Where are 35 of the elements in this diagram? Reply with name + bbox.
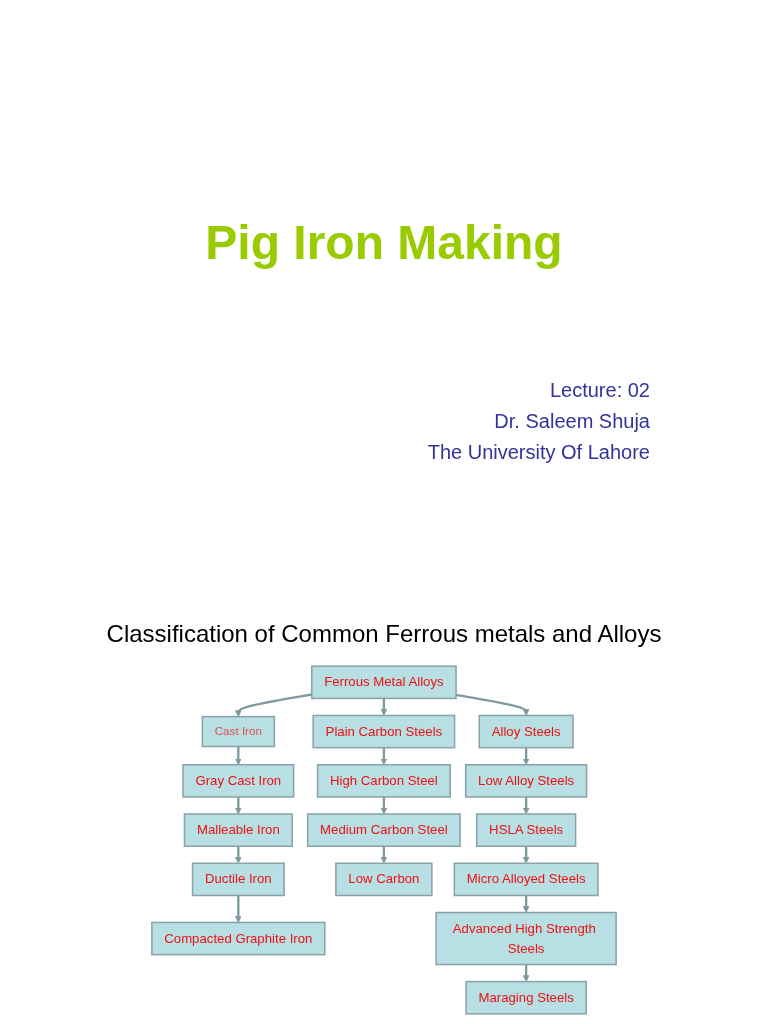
node-box: Alloy Steels [478, 714, 574, 749]
node-box: Ferrous Metal Alloys [310, 665, 457, 700]
node-box: Gray Cast Iron [182, 763, 295, 798]
node-box: Malleable Iron [183, 813, 293, 847]
arrow [522, 796, 530, 815]
node-box: High Carbon Steel [316, 763, 451, 798]
arrow [234, 796, 242, 815]
node-box: Micro Alloyed Steels [453, 862, 599, 897]
node-box: HSLA Steels [475, 813, 577, 847]
arrow [234, 846, 242, 864]
node-box: Compacted Graphite Iron [151, 921, 326, 956]
node-box: Maraging Steels [465, 980, 587, 1015]
node-box: Cast Iron [201, 715, 276, 748]
node-box: Advanced High Strength Steels [435, 911, 617, 966]
node-box: Ductile Iron [191, 862, 285, 897]
diagram-heading: Classification of Common Ferrous metals and Alloys [105, 620, 663, 648]
slide-title: Pig Iron Making [204, 215, 564, 270]
arrow [522, 964, 530, 982]
arrow [522, 846, 530, 864]
arrow [380, 747, 388, 766]
lecture-number: Lecture: 02 [548, 378, 650, 403]
arrow [380, 796, 388, 815]
institution-name: The University Of Lahore [427, 440, 650, 465]
arrow [234, 746, 242, 766]
arrow [522, 747, 530, 766]
node-box: Low Carbon [335, 862, 433, 897]
arrow [234, 895, 242, 923]
node-box: Medium Carbon Steel [306, 813, 461, 847]
node-box: Plain Carbon Steels [312, 714, 456, 749]
author-name: Dr. Saleem Shuja [493, 409, 650, 434]
arrow [234, 693, 312, 717]
arrow [380, 698, 388, 716]
arrow [522, 895, 530, 913]
node-box: Low Alloy Steels [464, 763, 588, 798]
arrow [380, 846, 388, 864]
